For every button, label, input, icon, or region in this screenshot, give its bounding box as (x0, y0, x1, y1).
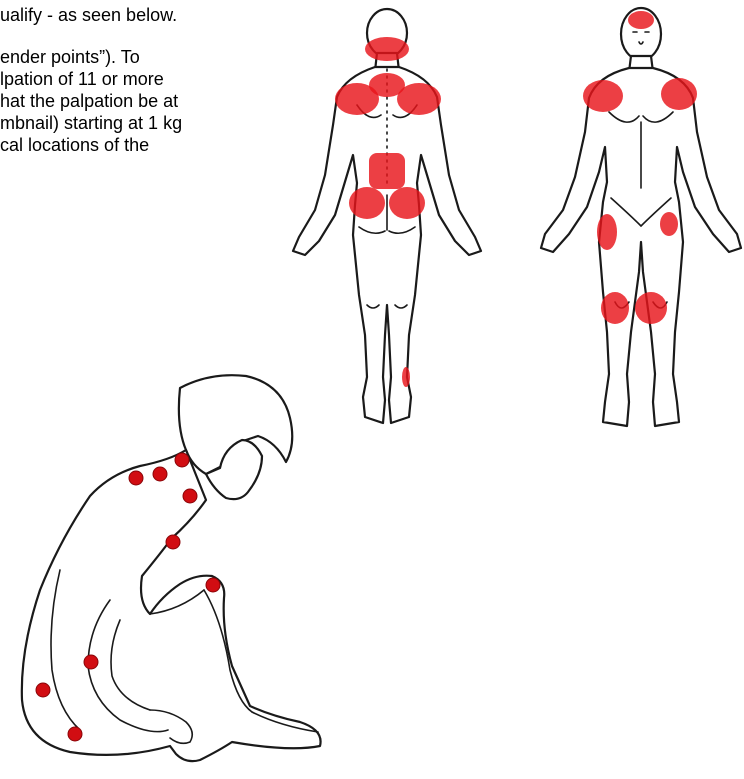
tender-area-right-gluteal (389, 187, 425, 219)
tender-area-ankle (402, 367, 410, 387)
tender-point-occiput (175, 453, 189, 467)
tender-point-upper-trapezius-a (153, 467, 167, 481)
tender-point-knee (206, 578, 220, 592)
tender-area-right-chest (661, 78, 697, 110)
text-line-4: hat the palpation be at (0, 90, 290, 112)
tender-area-left-thigh (597, 214, 617, 250)
tender-area-left-gluteal (349, 187, 385, 219)
text-line-1: ualify - as seen below. (0, 4, 290, 26)
text-line-6: cal locations of the (0, 134, 290, 156)
body-text: ualify - as seen below. ender points”). … (0, 4, 290, 156)
back-figure-outline (293, 9, 481, 423)
tender-area-right-knee (635, 292, 667, 324)
tender-point-lateral-epicondyle (84, 655, 98, 669)
seated-woman-illustration (0, 370, 330, 770)
text-line-5: mbnail) starting at 1 kg (0, 112, 290, 134)
tender-point-lower-cervical (183, 489, 197, 503)
tender-area-occiput (365, 37, 409, 61)
text-line-2: ender points”). To (0, 46, 290, 68)
tender-point-second-rib (166, 535, 180, 549)
tender-area-left-chest (583, 80, 623, 112)
body-front-illustration (535, 2, 740, 440)
tender-area-left-knee (601, 292, 629, 324)
tender-area-right-thigh (660, 212, 678, 236)
tender-point-gluteal (36, 683, 50, 697)
tender-point-upper-trapezius-b (129, 471, 143, 485)
text-line-3: lpation of 11 or more (0, 68, 290, 90)
seated-figure-outline (22, 375, 321, 761)
front-figure-outline (541, 8, 741, 426)
tender-point-greater-trochanter (68, 727, 82, 741)
tender-area-forehead (628, 11, 654, 29)
tender-area-upper-back (369, 73, 405, 97)
tender-area-lower-back (369, 153, 405, 189)
